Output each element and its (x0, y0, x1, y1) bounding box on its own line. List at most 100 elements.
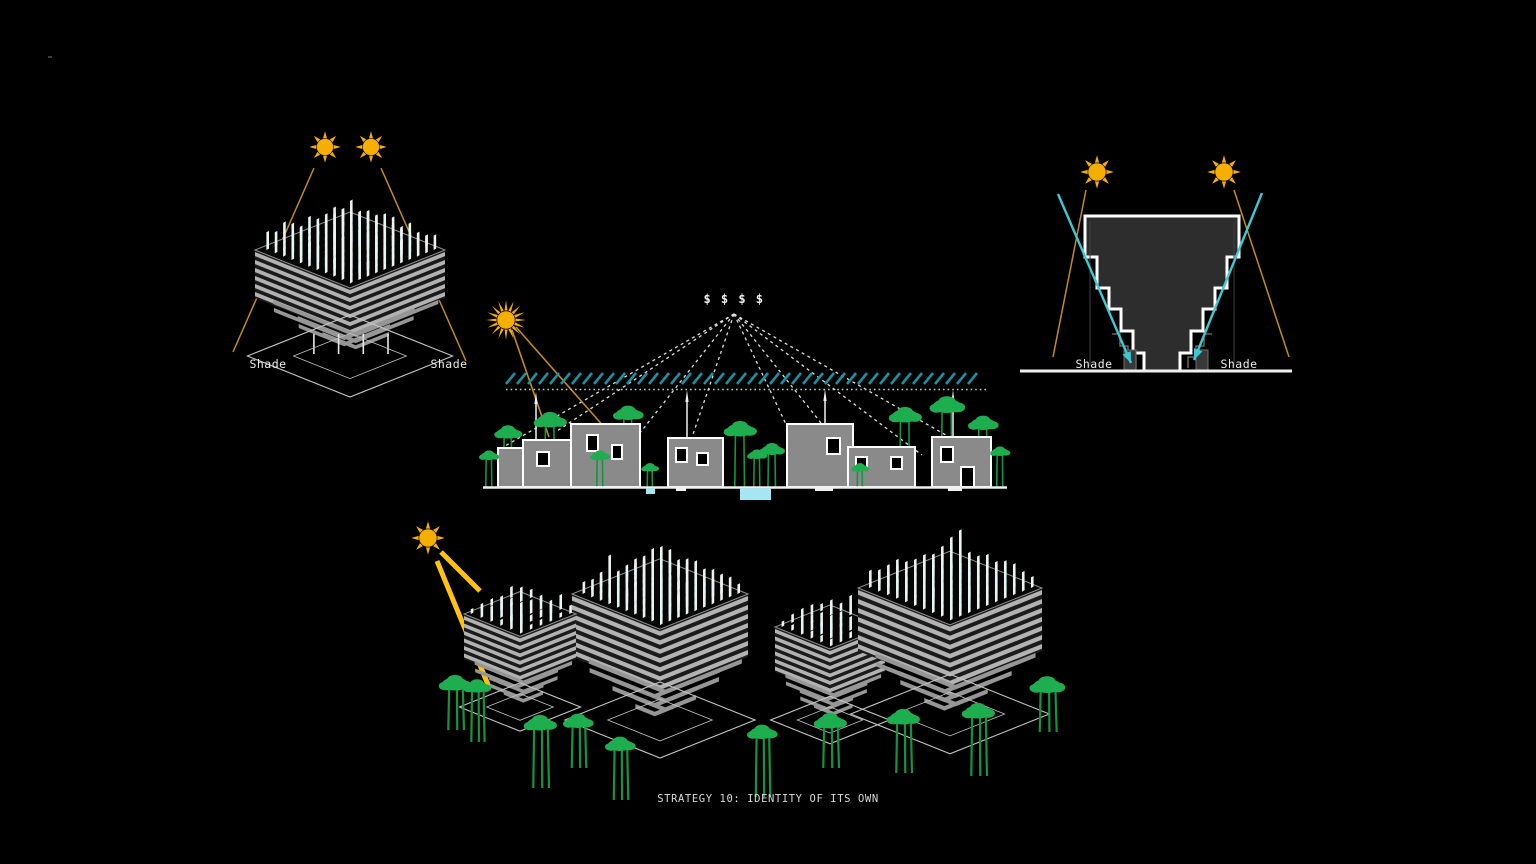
palm-canopy (447, 674, 463, 684)
sun-ray (323, 155, 327, 163)
village-buildings (497, 423, 992, 488)
hatch-mark (603, 372, 616, 385)
roof-fin (333, 256, 336, 277)
base-wireframe-inner (796, 706, 864, 734)
roof-fin (324, 255, 328, 274)
floor-slab (611, 677, 719, 703)
ground-tick (815, 488, 833, 491)
roof-fin (608, 577, 611, 591)
light-arrows (1056, 192, 1264, 364)
roof-fin (529, 603, 533, 614)
palm-tree-icon (961, 702, 995, 777)
light-arrowhead (1193, 348, 1203, 360)
sun-ray (1094, 155, 1100, 163)
palm-canopy (494, 431, 506, 439)
hatch-mark (955, 372, 968, 385)
roof-fin (500, 618, 503, 626)
palm-canopy (523, 721, 537, 731)
palm-trunk (984, 714, 989, 777)
hatch-mark (779, 372, 792, 385)
door (960, 466, 975, 488)
village-building (497, 447, 525, 488)
palm-canopy (612, 736, 628, 745)
palm-canopy (622, 742, 636, 751)
palm-canopy (641, 466, 649, 472)
roof-fin (642, 607, 646, 619)
money-flow-line (733, 313, 793, 438)
palm-canopy (479, 684, 492, 692)
base-wireframe (245, 314, 455, 398)
shade-label-right: Shade (1220, 357, 1257, 371)
hatch-mark (801, 372, 814, 385)
roof-fin (985, 594, 989, 606)
sun-ray (359, 151, 367, 159)
sun-ray (1207, 169, 1215, 175)
sun-ray (1080, 169, 1088, 175)
roof-fin (830, 614, 833, 624)
palm-trunk (909, 720, 914, 774)
roof-fin (958, 603, 962, 617)
palm-canopy (533, 418, 547, 428)
roof-fin (830, 638, 833, 647)
palm-tree-icon (990, 446, 1011, 488)
sun-ray (309, 145, 317, 149)
palm-canopy (861, 466, 870, 472)
hatch-mark (625, 372, 638, 385)
roof-fin (694, 600, 698, 612)
roof-fin (549, 603, 553, 622)
roof-fin (383, 257, 387, 271)
roof-fin (849, 620, 852, 631)
roof-fin (358, 228, 361, 261)
roof-fin (539, 609, 543, 618)
palm-tree-icon (523, 714, 557, 789)
isometric-building (849, 529, 1051, 755)
inner-step-details (1089, 222, 1235, 371)
palm-canopy (570, 713, 586, 722)
sun-disc (362, 138, 380, 156)
hatch-mark (592, 372, 605, 385)
roof-fin (791, 623, 794, 631)
sun-ray (375, 151, 383, 159)
roof-fin (425, 234, 428, 254)
roof-fin (520, 586, 523, 595)
sun-ray (498, 328, 504, 339)
hatch-mark (691, 372, 704, 385)
hatch-mark (515, 372, 528, 385)
palm-canopy (754, 724, 770, 733)
roof-fin (625, 589, 629, 612)
base-wireframe-inner (485, 693, 555, 721)
roof-fin (400, 238, 403, 264)
roof-fin (350, 273, 353, 284)
roof-fin (810, 604, 814, 616)
palm-canopy (490, 454, 500, 460)
palm-tree-icon (813, 712, 847, 769)
sun-ray (369, 131, 373, 139)
roof-fin (728, 588, 732, 598)
floor-slab (322, 332, 389, 350)
palm-trunk (768, 735, 772, 798)
roof-fin (923, 599, 926, 610)
roof-fin (950, 565, 953, 585)
roof-fin (985, 555, 989, 578)
roof-fin (994, 562, 998, 581)
hatch-mark (812, 372, 825, 385)
sun-disc (1215, 163, 1233, 181)
sun-ray (487, 322, 498, 328)
palm-tree-icon (1029, 676, 1066, 733)
roof-fin (433, 234, 437, 250)
palm-canopy (929, 403, 944, 413)
village-building (931, 436, 992, 488)
window (586, 434, 599, 452)
light-arrowhead (1122, 351, 1131, 363)
sun-ray-line (1233, 189, 1290, 358)
hatch-mark (889, 372, 902, 385)
floor-slab (899, 671, 1012, 698)
roof-fin (830, 603, 833, 616)
window (826, 437, 841, 455)
sun-ray (369, 155, 373, 163)
window (696, 452, 709, 466)
palm-trunk (970, 714, 974, 777)
diagram-stepped-section: Shade Shade (1020, 155, 1292, 373)
palm-canopy (532, 714, 548, 724)
palm-canopy (501, 425, 515, 433)
